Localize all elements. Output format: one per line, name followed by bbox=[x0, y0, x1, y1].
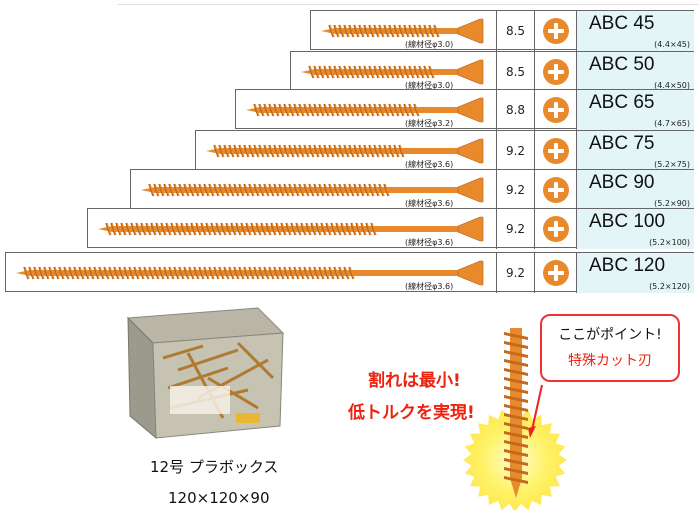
product-dims: (5.2×120) bbox=[649, 282, 690, 291]
product-dims: (5.2×90) bbox=[654, 199, 690, 208]
phillips-head-icon bbox=[542, 18, 569, 44]
product-name: ABC 45 bbox=[589, 13, 655, 34]
wire-diameter: (線材径φ3.0) bbox=[405, 81, 454, 90]
callout-feature: 特殊カット刃 bbox=[568, 353, 652, 369]
feature-line-2: 低トルクを実現! bbox=[348, 403, 475, 423]
product-name: ABC 120 bbox=[589, 255, 666, 276]
screw-image bbox=[321, 18, 484, 44]
product-name-cell: ABC 45 (4.4×45) bbox=[576, 11, 694, 51]
table-row: (線材径φ3.6) 9.2 ABC 75 (5.2×75) bbox=[195, 130, 694, 171]
screw-image bbox=[206, 138, 484, 164]
wire-diameter: (線材径φ3.2) bbox=[405, 119, 454, 128]
screw-image bbox=[301, 59, 484, 85]
table-row: (線材径φ3.6) 9.2 ABC 120 (5.2×120) bbox=[5, 252, 694, 293]
screw-image bbox=[16, 260, 484, 286]
head-diameter: 9.2 bbox=[496, 170, 534, 210]
head-diameter: 9.2 bbox=[496, 131, 534, 171]
phillips-head-icon-cell bbox=[534, 11, 576, 51]
wire-diameter: (線材径φ3.6) bbox=[405, 238, 454, 247]
box-size: 120×120×90 bbox=[168, 489, 270, 507]
head-diameter: 9.2 bbox=[496, 209, 534, 249]
product-name-cell: ABC 50 (4.4×50) bbox=[576, 52, 694, 92]
product-dims: (5.2×75) bbox=[654, 160, 690, 169]
table-row: (線材径φ3.0) 8.5 ABC 50 (4.4×50) bbox=[290, 51, 694, 92]
box-title: 12号 プラボックス bbox=[150, 458, 279, 476]
phillips-head-icon bbox=[542, 97, 569, 123]
product-name: ABC 75 bbox=[589, 133, 655, 154]
product-name-cell: ABC 120 (5.2×120) bbox=[576, 253, 694, 293]
divider bbox=[118, 4, 698, 5]
product-name: ABC 100 bbox=[589, 211, 666, 232]
product-dims: (5.2×100) bbox=[649, 238, 690, 247]
phillips-head-icon-cell bbox=[534, 170, 576, 210]
wire-diameter: (線材径φ3.6) bbox=[405, 199, 454, 208]
phillips-head-icon-cell bbox=[534, 131, 576, 171]
product-name-cell: ABC 75 (5.2×75) bbox=[576, 131, 694, 171]
callout-title: ここがポイント! bbox=[558, 327, 662, 343]
feature-callout: ここがポイント! 特殊カット刃 bbox=[540, 314, 680, 382]
product-name: ABC 50 bbox=[589, 54, 655, 75]
phillips-head-icon-cell bbox=[534, 209, 576, 249]
screw-image bbox=[246, 97, 484, 123]
head-diameter: 8.8 bbox=[496, 90, 534, 130]
table-row: (線材径φ3.0) 8.5 ABC 45 (4.4×45) bbox=[310, 10, 694, 51]
product-name-cell: ABC 90 (5.2×90) bbox=[576, 170, 694, 210]
phillips-head-icon bbox=[542, 260, 569, 286]
phillips-head-icon-cell bbox=[534, 90, 576, 130]
product-name: ABC 90 bbox=[589, 172, 655, 193]
product-name-cell: ABC 65 (4.7×65) bbox=[576, 90, 694, 130]
screw-image bbox=[98, 216, 484, 242]
plastic-box-image bbox=[108, 298, 288, 452]
phillips-head-icon bbox=[542, 138, 569, 164]
head-diameter: 8.5 bbox=[496, 52, 534, 92]
head-diameter: 8.5 bbox=[496, 11, 534, 51]
phillips-head-icon bbox=[542, 216, 569, 242]
head-diameter: 9.2 bbox=[496, 253, 534, 293]
screw-size-table: (線材径φ3.0) 8.5 ABC 45 (4.4×45) (線材径φ3.0) … bbox=[5, 4, 698, 293]
phillips-head-icon-cell bbox=[534, 52, 576, 92]
product-dims: (4.7×65) bbox=[654, 119, 690, 128]
phillips-head-icon-cell bbox=[534, 253, 576, 293]
screw-tip-closeup bbox=[463, 328, 567, 510]
wire-diameter: (線材径φ3.6) bbox=[405, 160, 454, 169]
wire-diameter: (線材径φ3.6) bbox=[405, 282, 454, 291]
feature-line-1: 割れは最小! bbox=[368, 371, 461, 391]
product-dims: (4.4×50) bbox=[654, 81, 690, 90]
screw-image bbox=[141, 177, 484, 203]
product-name: ABC 65 bbox=[589, 92, 655, 113]
product-dims: (4.4×45) bbox=[654, 40, 690, 49]
product-name-cell: ABC 100 (5.2×100) bbox=[576, 209, 694, 249]
table-row: (線材径φ3.6) 9.2 ABC 90 (5.2×90) bbox=[130, 169, 694, 210]
wire-diameter: (線材径φ3.0) bbox=[405, 40, 454, 49]
phillips-head-icon bbox=[542, 177, 569, 203]
phillips-head-icon bbox=[542, 59, 569, 85]
table-row: (線材径φ3.6) 9.2 ABC 100 (5.2×100) bbox=[87, 208, 694, 249]
table-row: (線材径φ3.2) 8.8 ABC 65 (4.7×65) bbox=[235, 89, 694, 130]
